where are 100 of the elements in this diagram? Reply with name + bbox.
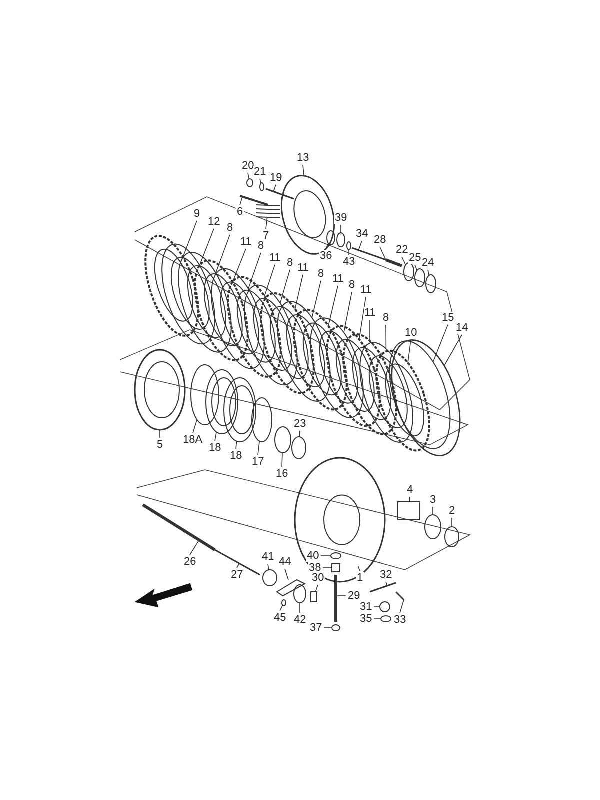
leader-line <box>268 564 270 570</box>
washer <box>426 274 436 294</box>
callout-number: 11 <box>332 273 345 285</box>
leader-line <box>192 419 198 434</box>
leader-line <box>190 540 200 556</box>
callout-number: 29 <box>347 590 362 602</box>
callout-number: 43 <box>342 256 356 268</box>
clutch-plate <box>244 284 298 386</box>
washer <box>292 436 306 460</box>
bearing <box>294 584 306 604</box>
ring <box>190 364 220 426</box>
leader-line <box>414 264 418 271</box>
callout-number: 25 <box>408 252 422 264</box>
friction-plate <box>194 260 249 362</box>
callout-number: 41 <box>261 551 276 563</box>
callout-number: 32 <box>379 569 394 581</box>
leader-line <box>315 584 318 592</box>
callout-number: 8 <box>382 312 390 324</box>
clutch-hub <box>134 349 186 431</box>
callout-number: 8 <box>286 257 294 269</box>
nut <box>274 426 292 454</box>
callout-number: 11 <box>268 252 282 264</box>
callout-number: 14 <box>455 322 470 334</box>
leader-line <box>294 274 304 310</box>
callout-number: 44 <box>278 556 292 568</box>
callout-number: 34 <box>355 228 370 240</box>
callout-number: 35 <box>359 613 374 625</box>
callout-number: 45 <box>273 612 288 624</box>
callout-number: 4 <box>406 484 414 496</box>
leader-line <box>260 178 262 184</box>
leader-line <box>340 224 342 234</box>
callout-number: 8 <box>317 268 326 280</box>
callout-number: 18A <box>182 434 204 446</box>
callout-number: 39 <box>334 212 348 224</box>
leader-line <box>386 324 387 350</box>
callout-number: 8 <box>226 222 234 234</box>
leader-line <box>328 286 338 326</box>
callout-number: 19 <box>269 172 284 184</box>
ring <box>391 340 461 456</box>
leader-line <box>199 228 214 266</box>
spring <box>256 204 280 218</box>
clutch-plate <box>277 301 331 402</box>
friction-plate <box>376 350 430 452</box>
callout-number: 6 <box>236 206 244 218</box>
bolt <box>395 591 405 601</box>
clutch-plate <box>360 342 414 444</box>
callout-number: 11 <box>296 262 310 274</box>
push-rod <box>385 258 403 268</box>
leader-line <box>380 246 386 260</box>
leader-line <box>280 605 284 612</box>
leader-line <box>216 234 230 274</box>
callout-number: 36 <box>319 250 334 262</box>
friction-plate <box>293 308 348 411</box>
clutch-plate <box>310 318 364 418</box>
leader-line <box>273 184 276 192</box>
callout-number: 23 <box>293 418 308 430</box>
push-rod <box>142 504 216 552</box>
clutch-plate <box>211 268 265 370</box>
callout-number: 18 <box>229 450 244 462</box>
callout-number: 5 <box>156 439 164 451</box>
leader-line <box>214 432 217 442</box>
washer <box>380 616 392 622</box>
clutch-plate <box>178 252 232 353</box>
callout-number: 24 <box>421 257 436 269</box>
callout-number: 12 <box>207 216 222 228</box>
leader-line <box>326 243 329 250</box>
callout-number: 8 <box>257 240 266 252</box>
callout-number: 9 <box>193 208 202 220</box>
friction-plate <box>342 333 398 436</box>
lever <box>370 582 396 593</box>
leader-line <box>374 606 380 608</box>
callout-number: 3 <box>429 494 438 506</box>
friction-plate <box>227 276 282 378</box>
leader-line <box>299 430 300 438</box>
callout-number: 22 <box>395 244 410 256</box>
spring-washer <box>224 378 256 442</box>
callout-number: 7 <box>262 230 270 242</box>
leader-line <box>374 618 382 620</box>
ring <box>346 242 352 250</box>
bearing <box>336 232 346 248</box>
spring <box>380 602 390 612</box>
leader-line <box>402 256 406 266</box>
callout-number: 31 <box>359 601 374 613</box>
leader-line <box>432 324 448 362</box>
leader-line <box>444 334 462 366</box>
plate <box>252 398 272 442</box>
nut <box>246 178 254 188</box>
leader-line <box>282 452 283 468</box>
callout-number: 17 <box>251 456 266 468</box>
pin <box>260 182 264 192</box>
callout-number: 33 <box>393 614 408 626</box>
screw <box>282 600 286 606</box>
leader-line <box>232 248 246 282</box>
shaft <box>334 575 338 622</box>
leader-line <box>240 196 243 206</box>
callout-number: 11 <box>240 236 253 248</box>
seal <box>332 624 340 632</box>
nut <box>404 262 414 282</box>
bearing <box>262 570 278 586</box>
callout-number: 21 <box>253 166 268 178</box>
